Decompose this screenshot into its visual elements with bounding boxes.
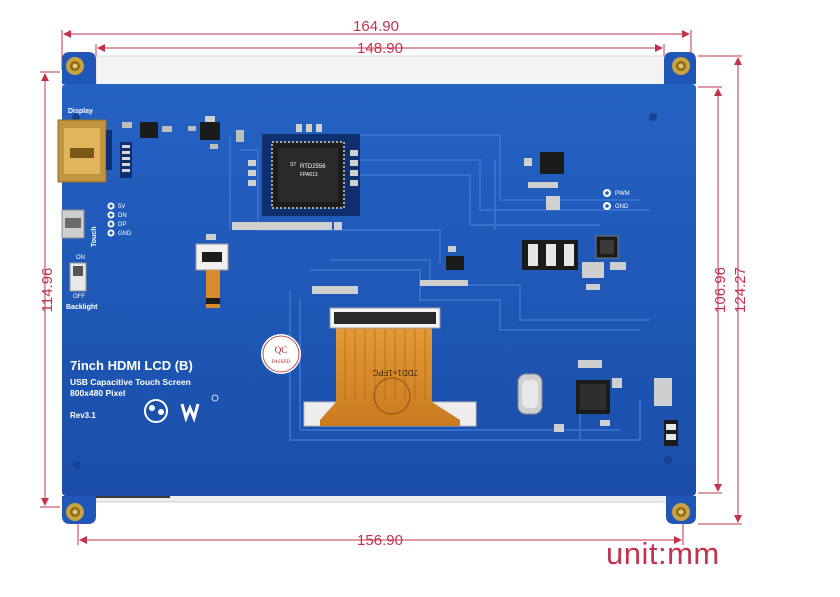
dimension-lines	[40, 30, 742, 545]
pwm-gnd-label: GND	[615, 204, 629, 210]
touch-pin-dp: DP	[118, 222, 126, 228]
standoff-tr	[672, 57, 690, 75]
standoff-tl	[66, 57, 84, 75]
dim-right-outer-label: 124.27	[732, 267, 749, 313]
pcb-surface	[62, 84, 696, 496]
brand-logo	[144, 394, 219, 423]
small-components-left	[120, 116, 244, 178]
dim-right-inner-label: 106.96	[712, 267, 729, 313]
switch-on-label: ON	[76, 255, 85, 261]
right-components-bottom	[517, 360, 678, 446]
qc-label: QC	[275, 345, 288, 355]
passed-label: PASSED	[272, 360, 291, 365]
backlight-connector	[195, 234, 229, 308]
pwm-label: PWM	[615, 191, 630, 197]
dim-top-inner-label: 148.90	[357, 40, 403, 57]
pcb-board: Display Touch 5V DN DP GND ON OFF Backli…	[57, 52, 696, 524]
touch-pin-gnd: GND	[118, 231, 132, 237]
fpc-flex-cable	[303, 307, 477, 427]
display-label: Display	[68, 108, 93, 115]
standoff-br	[672, 503, 690, 521]
standoff-bl	[66, 503, 84, 521]
mid-small-chip	[420, 246, 468, 286]
board-subtitle-touch: USB Capacitive Touch Screen	[70, 377, 191, 387]
touch-pin-dn: DN	[118, 213, 127, 219]
dim-top-outer-label: 164.90	[353, 18, 399, 35]
board-revision: Rev3.1	[70, 411, 96, 420]
dim-bottom-label: 156.90	[357, 532, 403, 549]
switch-off-label: OFF	[73, 294, 85, 300]
unit-label: unit:mm	[606, 536, 720, 571]
chip-logo: ST	[290, 162, 296, 168]
chip-part-number: RTD2556	[300, 164, 326, 170]
board-title: 7inch HDMI LCD (B)	[70, 358, 193, 373]
dim-left-label: 114.96	[39, 268, 56, 313]
frame-top	[95, 55, 667, 87]
chip-lot-code: FPA013	[300, 172, 318, 178]
right-components-top	[524, 152, 564, 210]
hdmi-port	[57, 119, 112, 183]
board-subtitle-resolution: 800x480 Pixel	[70, 388, 125, 398]
touch-label: Touch	[91, 227, 98, 247]
qc-passed-sticker	[261, 334, 301, 374]
touch-pin-header	[107, 202, 115, 237]
main-controller-chip	[262, 134, 360, 216]
power-section	[522, 235, 626, 290]
touch-pin-5v: 5V	[118, 204, 125, 210]
backlight-switch	[69, 262, 87, 292]
fpc-label: 7DD1+1FPC	[372, 368, 418, 377]
pwm-pads	[603, 189, 611, 210]
micro-usb-port	[61, 209, 85, 239]
resistor-array-top	[232, 124, 358, 294]
backlight-label: Backlight	[66, 304, 98, 311]
